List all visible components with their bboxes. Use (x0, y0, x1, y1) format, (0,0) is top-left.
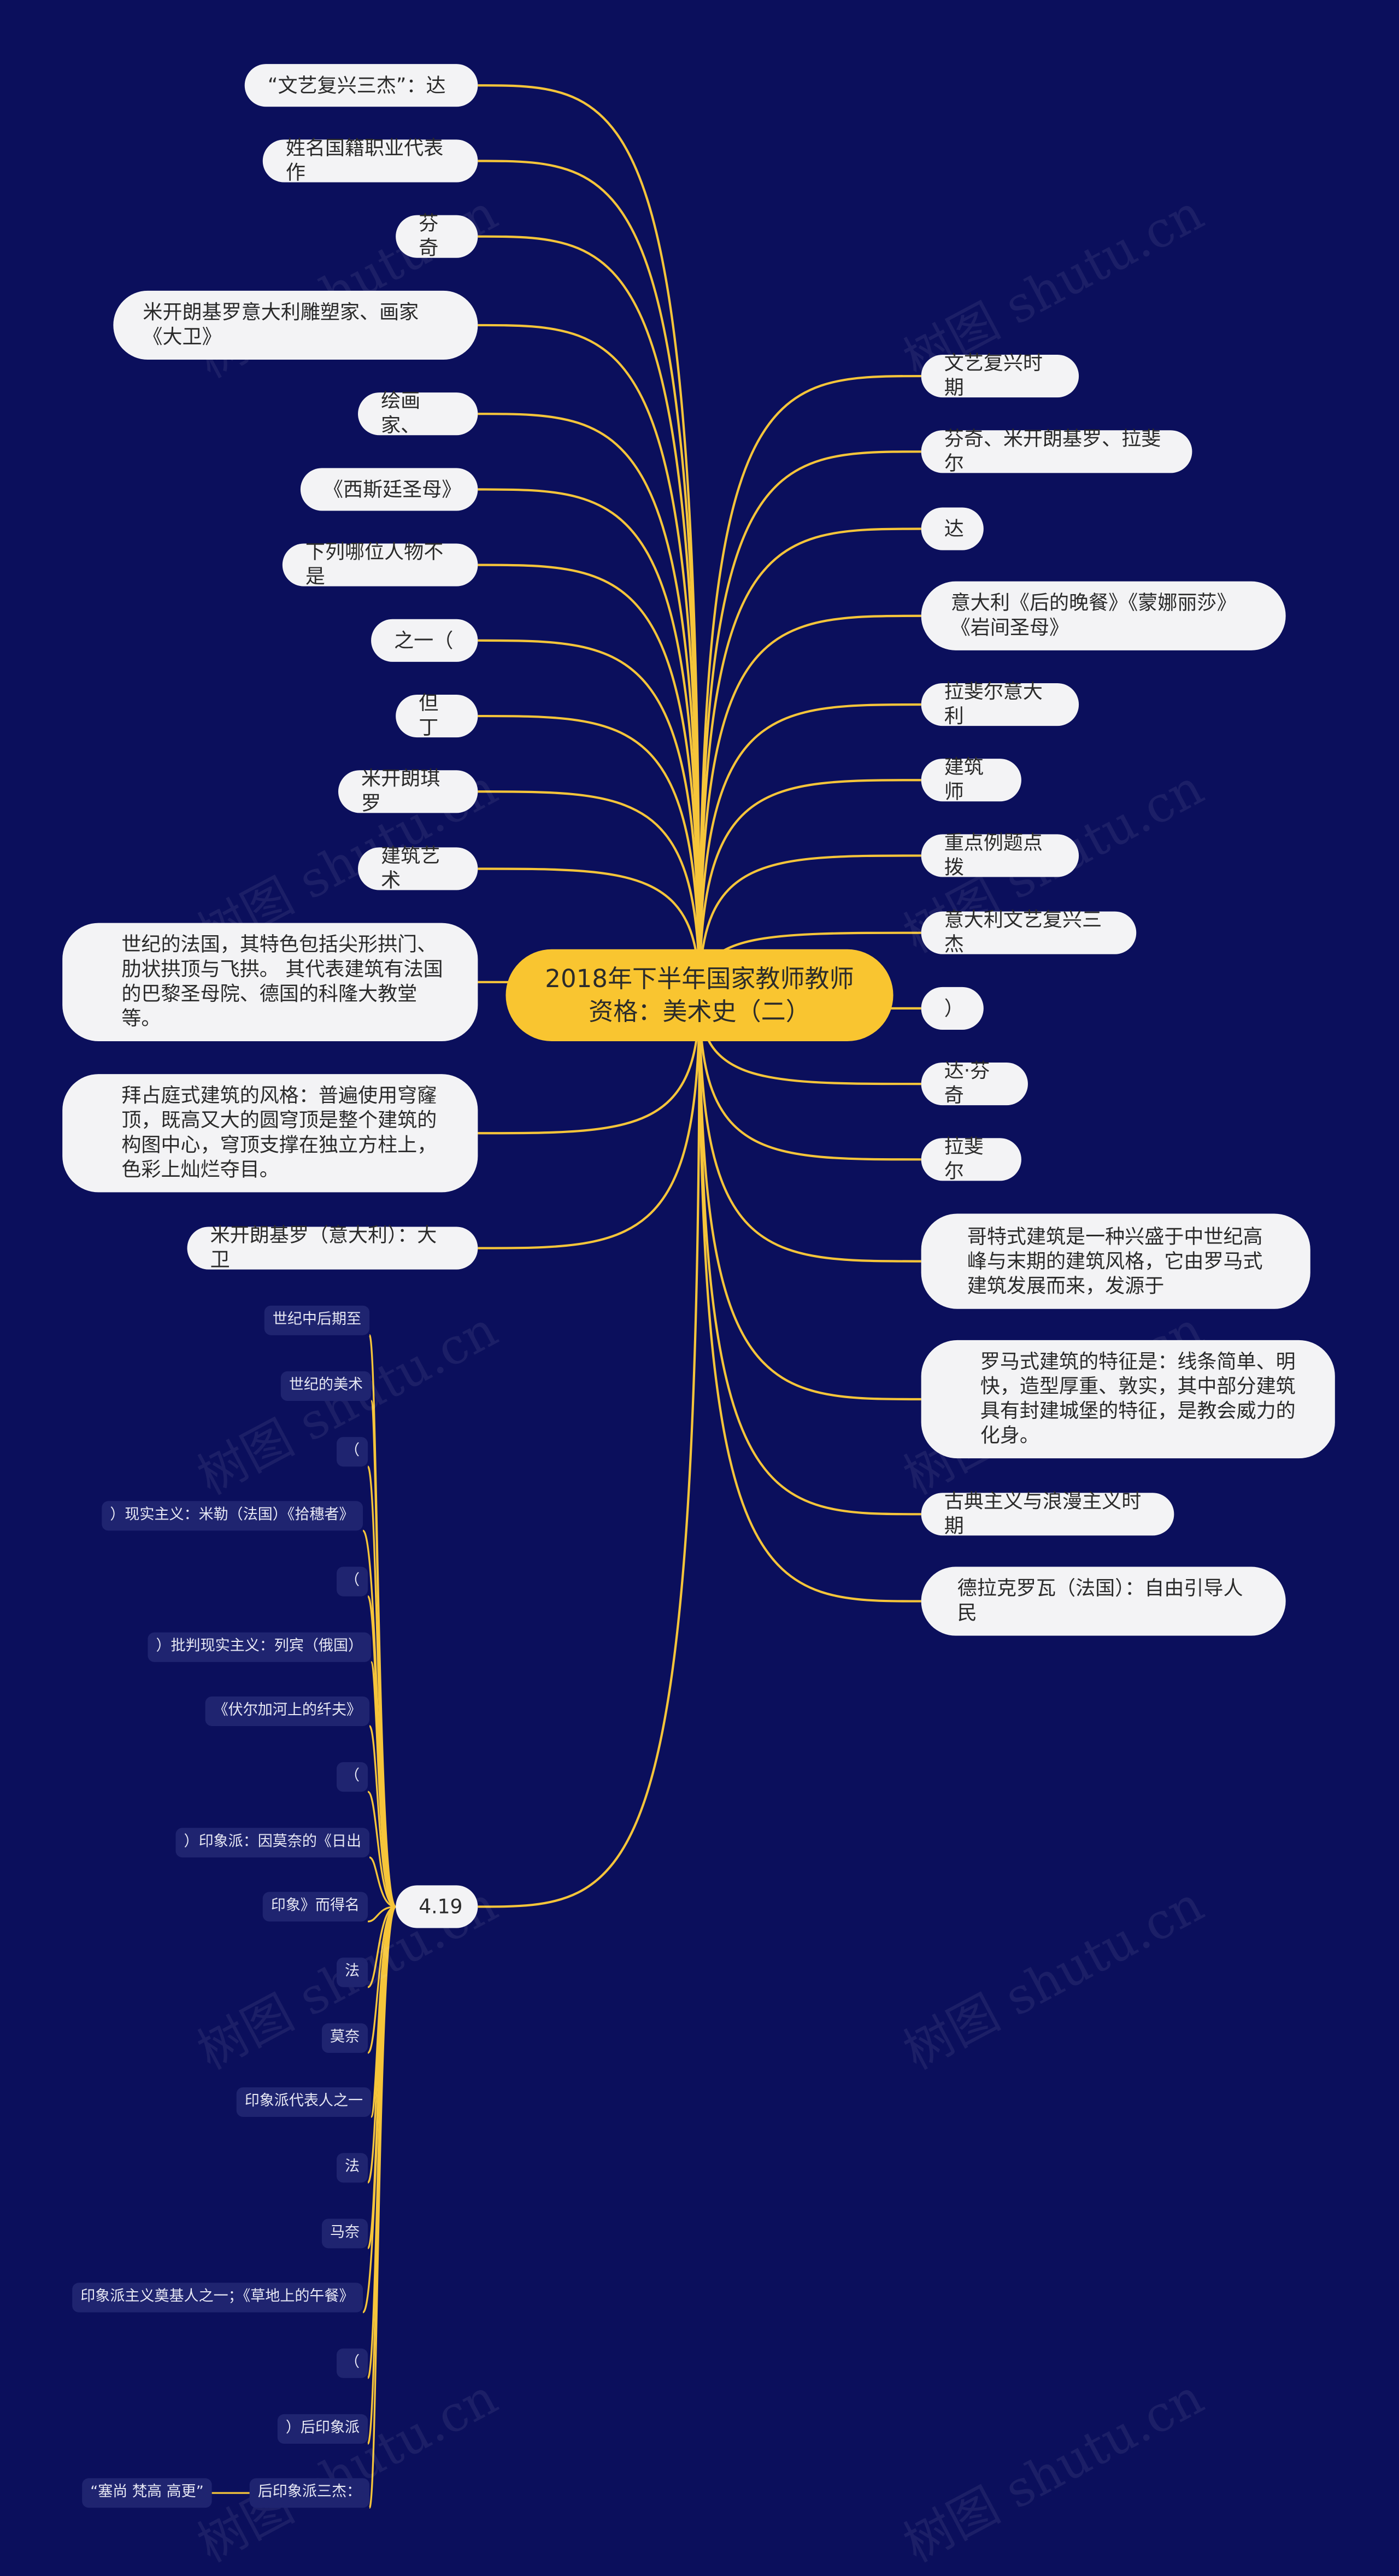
topic-node[interactable]: 达·芬奇 (921, 1059, 1028, 1107)
subtopic-node[interactable]: 法 (336, 2153, 368, 2183)
subtopic-node[interactable]: 后印象派三杰： (249, 2478, 370, 2508)
topic-node[interactable]: 米开朗琪罗 (338, 767, 478, 814)
topic-node[interactable]: 拉斐尔 (921, 1135, 1021, 1182)
connector-line (367, 1905, 396, 1923)
subtopic-node[interactable]: （ (336, 1566, 368, 1597)
subtopic-node[interactable]: ）后印象派 (277, 2414, 368, 2444)
connector-line (478, 324, 701, 995)
subtopic-node[interactable]: ）现实主义：米勒（法国）《拾穗者》 (102, 1501, 362, 1531)
subtopic-node[interactable]: 法 (336, 1957, 368, 1987)
connector-line (698, 527, 921, 995)
topic-node[interactable]: 米开朗基罗意大利雕塑家、画家《大卫》 (113, 290, 478, 360)
topic-node[interactable]: 但丁 (396, 691, 478, 739)
connector-line (698, 779, 921, 995)
subtopic-node[interactable]: 莫奈 (321, 2023, 368, 2053)
connector-line (698, 995, 921, 1161)
topic-node[interactable]: 文艺复兴时期 (921, 351, 1079, 399)
topic-node[interactable]: 重点例题点拨 (921, 831, 1079, 879)
topic-node[interactable]: 古典主义与浪漫主义时期 (921, 1489, 1174, 1537)
subtopic-node[interactable]: ）印象派：因莫奈的《日出 (175, 1828, 370, 1858)
topic-node[interactable]: 达 (921, 507, 984, 550)
connector-line (478, 413, 701, 995)
topic-node[interactable]: 姓名国籍职业代表作 (262, 136, 478, 184)
subtopic-node[interactable]: （ (336, 1762, 368, 1792)
connector-line (478, 564, 701, 995)
topic-node[interactable]: 下列哪位人物不是 (282, 541, 478, 588)
connector-line (478, 995, 701, 1249)
topic-node[interactable]: 米开朗基罗（意大利）：大卫 (187, 1224, 478, 1271)
topic-node[interactable]: ） (921, 987, 984, 1030)
connector-line (478, 714, 701, 995)
subtopic-node[interactable]: “塞尚 梵高 高更” (82, 2478, 212, 2508)
connector-line (478, 867, 701, 995)
topic-node[interactable]: 意大利文艺复兴三杰 (921, 908, 1137, 956)
topic-node[interactable]: 绘画家、 (358, 389, 478, 437)
subtopic-node[interactable]: 印象派代表人之一 (236, 2087, 372, 2117)
topic-node[interactable]: 《西斯廷圣母》 (300, 468, 478, 511)
connector-line (698, 450, 921, 995)
subtopic-node[interactable]: 马奈 (321, 2219, 368, 2249)
connector-line (478, 995, 701, 1135)
connector-line (368, 1905, 397, 2509)
connector-line (478, 639, 701, 995)
topic-node[interactable]: 建筑师 (921, 755, 1021, 803)
connector-line (698, 995, 921, 1603)
subtopic-node[interactable]: 世纪中后期至 (264, 1305, 370, 1335)
connector-line (367, 1791, 396, 1908)
connector-line (478, 790, 701, 995)
connector-line (698, 995, 921, 1516)
connector-line (698, 995, 921, 1263)
connector-line (367, 1905, 396, 2054)
central-topic[interactable]: 2018年下半年国家教师教师资格：美术史（二） (505, 949, 894, 1041)
topic-node[interactable]: 芬奇、米开朗基罗、拉斐尔 (921, 427, 1192, 474)
topic-node[interactable]: 拉斐尔意大利 (921, 680, 1079, 727)
connector-line (478, 235, 701, 995)
topic-node[interactable]: 世纪的法国，其特色包括尖形拱门、肋状拱顶与飞拱。 其代表建筑有法国的巴黎圣母院、… (62, 923, 478, 1041)
topic-node[interactable]: 建筑艺术 (358, 844, 478, 892)
connector-line (698, 614, 921, 995)
connector-line (478, 488, 701, 995)
topic-node[interactable]: 4.19 (396, 1885, 478, 1928)
topic-node[interactable]: 之一（ (371, 619, 478, 662)
subtopic-node[interactable]: （ (336, 1437, 368, 1467)
topic-node[interactable]: 罗马式建筑的特征是：线条简单、明快，造型厚重、敦实，其中部分建筑具有封建城堡的特… (921, 1340, 1335, 1459)
subtopic-node[interactable]: ）批判现实主义：列宾（俄国） (148, 1632, 372, 1662)
topic-node[interactable]: 芬奇 (396, 212, 478, 260)
connector-line (478, 160, 701, 995)
topic-node[interactable]: 德拉克罗瓦（法国）：自由引导人民 (921, 1566, 1286, 1636)
connector-line (368, 1725, 396, 1908)
connector-line (369, 1856, 396, 1908)
subtopic-node[interactable]: 印象派主义奠基人之一；《草地上的午餐》 (72, 2282, 362, 2313)
connector-line (370, 1661, 396, 1908)
topic-node[interactable]: “文艺复兴三杰”：达 (244, 64, 478, 107)
subtopic-node[interactable]: （ (336, 2348, 368, 2378)
subtopic-node[interactable]: 印象》而得名 (262, 1892, 368, 1922)
connector-line (698, 854, 921, 995)
topic-node[interactable]: 意大利《后的晚餐》《蒙娜丽莎》《岩间圣母》 (921, 581, 1286, 650)
connector-line (698, 703, 921, 995)
connector-line (698, 374, 921, 995)
connector-line (367, 1905, 396, 1988)
topic-node[interactable]: 哥特式建筑是一种兴盛于中世纪高峰与末期的建筑风格，它由罗马式建筑发展而来，发源于 (921, 1213, 1310, 1309)
connector-line (478, 995, 701, 1908)
subtopic-node[interactable]: 《伏尔加河上的纤夫》 (205, 1696, 370, 1726)
topic-node[interactable]: 拜占庭式建筑的风格：普遍使用穹窿顶，既高又大的圆穹顶是整个建筑的构图中心，穹顶支… (62, 1074, 478, 1193)
connector-line (698, 995, 921, 1401)
subtopic-node[interactable]: 世纪的美术 (280, 1371, 372, 1401)
